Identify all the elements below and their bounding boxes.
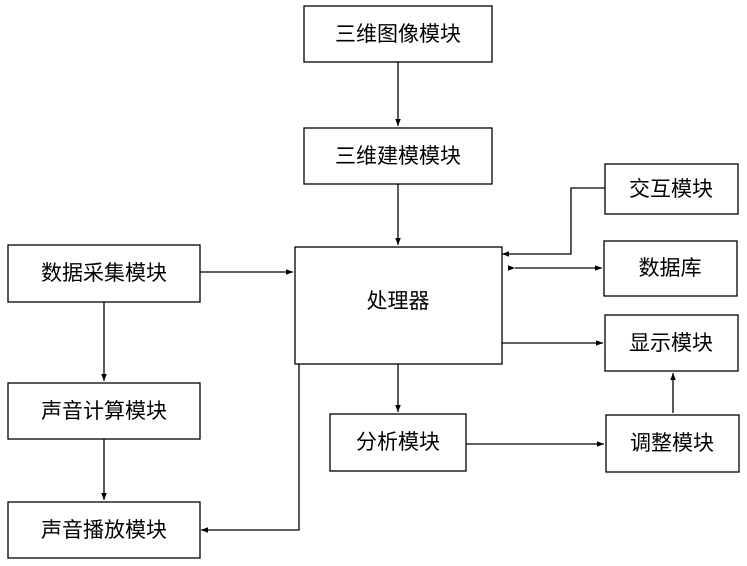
node-soundplay: 声音播放模块 <box>8 502 200 558</box>
node-interact: 交互模块 <box>605 164 738 214</box>
node-adjust-label: 调整模块 <box>630 431 714 455</box>
edge-interact-to-processor <box>502 188 605 254</box>
edge-processor-to-soundplay <box>201 364 299 530</box>
node-model3d-label: 三维建模模块 <box>335 144 461 168</box>
node-adjust: 调整模块 <box>606 415 739 472</box>
node-soundcalc-label: 声音计算模块 <box>41 399 167 423</box>
node-processor-label: 处理器 <box>367 289 430 313</box>
node-processor: 处理器 <box>295 247 502 364</box>
node-display-label: 显示模块 <box>629 331 713 355</box>
node-soundcalc: 声音计算模块 <box>8 383 200 439</box>
node-image3d-label: 三维图像模块 <box>335 22 461 46</box>
node-collect-label: 数据采集模块 <box>41 261 167 285</box>
node-analyze-label: 分析模块 <box>356 430 440 454</box>
node-interact-label: 交互模块 <box>629 177 713 201</box>
node-soundplay-label: 声音播放模块 <box>41 518 167 542</box>
node-display: 显示模块 <box>605 315 738 371</box>
node-model3d: 三维建模模块 <box>304 128 492 184</box>
node-database-label: 数据库 <box>639 256 702 280</box>
node-collect: 数据采集模块 <box>8 245 200 302</box>
node-database: 数据库 <box>604 241 737 296</box>
node-image3d: 三维图像模块 <box>304 6 492 62</box>
node-analyze: 分析模块 <box>330 414 466 471</box>
